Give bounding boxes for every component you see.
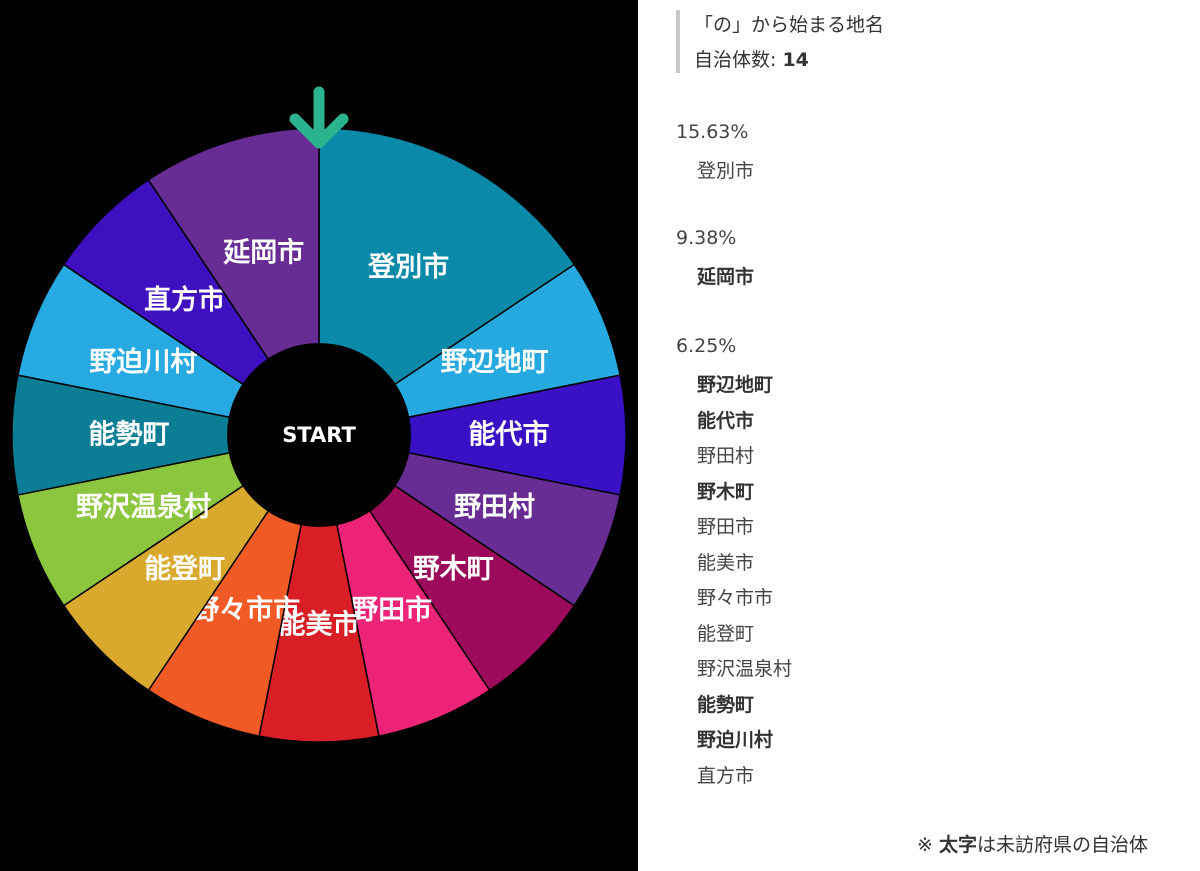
note-bold: 太字 bbox=[938, 834, 977, 856]
count-label: 自治体数: bbox=[694, 49, 777, 71]
group-percent: 9.38% bbox=[676, 227, 737, 249]
wheel-segment bbox=[11, 374, 320, 496]
wheel-segment bbox=[318, 374, 627, 496]
wheel-segment-label: 野迫川村 bbox=[89, 346, 197, 378]
list-item: 野木町 bbox=[697, 480, 755, 503]
note-mark: ※ bbox=[917, 834, 933, 856]
wheel-segment-label: 野沢温泉村 bbox=[76, 491, 211, 523]
wheel-segment-label: 野辺地町 bbox=[441, 347, 549, 378]
list-item: 野迫川村 bbox=[697, 729, 774, 751]
wheel-segment-label: 能勢町 bbox=[89, 419, 170, 451]
list-item: 野沢温泉村 bbox=[697, 658, 793, 680]
percent-group: 15.63% 登別市 bbox=[676, 120, 754, 190]
wheel-segment-label: 能代市 bbox=[469, 419, 550, 451]
wheel-panel: 登別市野辺地町能代市野田村野木町野田市能美市野々市市 能登町 野沢温泉村 能勢町 野迫川… bbox=[0, 0, 638, 871]
page-title: 「の」から始まる地名 bbox=[694, 14, 885, 36]
sidebar: 「の」から始まる地名 自治体数: 14 15.63% 登別市 9.38% 延岡市… bbox=[638, 0, 1200, 871]
list-item: 野田市 bbox=[697, 516, 755, 538]
list-item: 野田村 bbox=[697, 445, 755, 467]
list-item: 延岡市 bbox=[697, 266, 755, 288]
footnote: ※ 太字は未訪府県の自治体 bbox=[917, 830, 1148, 857]
wheel-segment-label: 野木町 bbox=[413, 554, 494, 585]
wheel-segment-label: 直方市 bbox=[144, 284, 225, 316]
list-item: 能登町 bbox=[697, 622, 755, 645]
wheel-segment bbox=[318, 127, 576, 437]
list-item: 能勢町 bbox=[697, 693, 755, 716]
group-items: 野辺地町 能代市 野田村 野木町 野田市 能美市 野々市市 能登町 野沢温泉村 … bbox=[676, 368, 792, 794]
wheel-segment-label: 延岡市 bbox=[222, 237, 304, 269]
group-percent: 15.63% bbox=[676, 121, 749, 143]
header-block: 「の」から始まる地名 自治体数: 14 bbox=[676, 10, 884, 73]
percent-group: 9.38% 延岡市 bbox=[676, 226, 754, 296]
municipality-count: 自治体数: 14 bbox=[694, 47, 884, 73]
group-items: 登別市 bbox=[676, 154, 754, 190]
wheel-segment-label: 野々市市 bbox=[192, 594, 300, 626]
wheel-segment-label: 能美市 bbox=[279, 609, 360, 641]
start-button[interactable] bbox=[227, 343, 411, 527]
list-item: 直方市 bbox=[697, 764, 755, 787]
group-percent: 6.25% bbox=[676, 335, 737, 357]
wheel-segment bbox=[258, 434, 380, 743]
list-item: 登別市 bbox=[697, 160, 755, 182]
wheel-segment-label: 野田村 bbox=[454, 492, 535, 523]
wheel-segment-label: 野田市 bbox=[351, 594, 432, 626]
arrow-down-icon bbox=[289, 86, 349, 149]
percent-group: 6.25% 野辺地町 能代市 野田村 野木町 野田市 能美市 野々市市 能登町 … bbox=[676, 334, 792, 794]
list-item: 能代市 bbox=[697, 409, 755, 432]
group-items: 延岡市 bbox=[676, 260, 754, 296]
list-item: 能美市 bbox=[697, 551, 755, 574]
list-item: 野々市市 bbox=[697, 587, 774, 609]
wheel-segment-label: 能登町 bbox=[144, 553, 225, 585]
wheel-segment-label: 登別市 bbox=[367, 251, 449, 283]
list-item: 野辺地町 bbox=[697, 374, 774, 396]
start-label[interactable]: START bbox=[282, 423, 356, 447]
count-value: 14 bbox=[782, 49, 809, 71]
note-text: は未訪府県の自治体 bbox=[976, 834, 1148, 856]
